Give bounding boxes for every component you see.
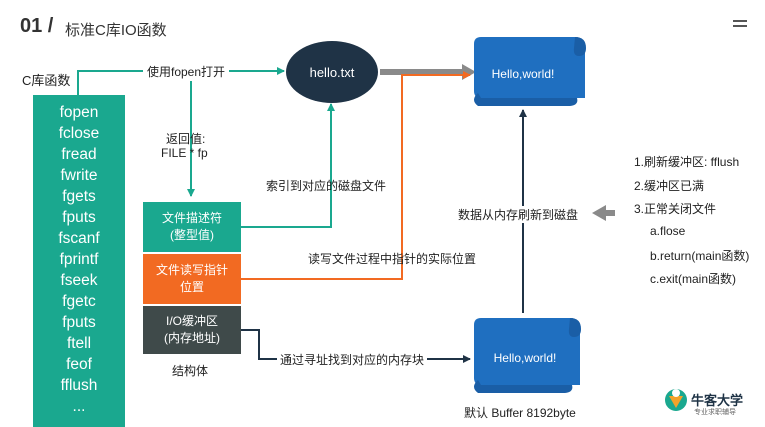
flush-condition-item: 3.正常关闭文件 <box>634 202 717 216</box>
struct-label: 结构体 <box>172 364 209 378</box>
function-item: fclose <box>58 125 100 142</box>
function-item: fputs <box>62 209 96 226</box>
function-item: fflush <box>60 377 98 394</box>
section-number: 01 / <box>20 15 54 37</box>
io-buffer-box: I/O缓冲区 (内存地址) <box>143 306 241 354</box>
hello-txt-label: hello.txt <box>310 65 355 80</box>
file-ptr-label: FILE * fp <box>161 146 208 160</box>
fopen-label: 使用fopen打开 <box>143 63 230 80</box>
file-pointer-box: 文件读写指针 位置 <box>143 254 241 304</box>
menu-icon[interactable] <box>733 17 747 30</box>
flush-to-disk-label: 数据从内存刷新到磁盘 <box>456 206 581 223</box>
file-descriptor-label: 文件描述符 (整型值) <box>161 211 222 242</box>
flush-condition-item: 1.刷新缓冲区: fflush <box>634 155 740 169</box>
function-item: fgetc <box>62 293 96 310</box>
c-library-title: C库函数 <box>22 73 71 88</box>
buffer-caption: 默认 Buffer 8192byte <box>464 406 576 420</box>
logo-name: 牛客大学 <box>691 393 744 408</box>
logo-tagline: 专业求职辅导 <box>694 409 736 416</box>
function-list: fopen fclose fread fwrite fgets fputs fs… <box>33 95 125 427</box>
find-memory-label: 通过寻址找到对应的内存块 <box>277 351 428 368</box>
function-item: ... <box>72 398 86 415</box>
rw-pointer-label: 读写文件过程中指针的实际位置 <box>308 252 477 266</box>
function-item: fread <box>61 146 97 163</box>
function-item: fgets <box>62 188 96 205</box>
index-disk-label: 索引到对应的磁盘文件 <box>266 179 387 193</box>
return-value-label: 返回值: <box>166 132 206 146</box>
function-item: fscanf <box>58 230 100 247</box>
memory-buffer-node: Hello,world! <box>474 318 581 393</box>
file-pointer-label: 文件读写指针 位置 <box>155 263 228 294</box>
function-item: ftell <box>66 335 92 352</box>
function-item: fprintf <box>59 251 99 268</box>
hello-txt-node <box>286 41 378 103</box>
function-item: fseek <box>60 272 98 289</box>
page-title: 标准C库IO函数 <box>65 22 167 39</box>
logo-mark-icon <box>665 389 687 411</box>
function-item: fputs <box>62 314 96 331</box>
arrow-descriptor-to-file <box>241 103 335 228</box>
file-descriptor-box: 文件描述符 (整型值) <box>143 202 241 252</box>
io-buffer-label: I/O缓冲区 (内存地址) <box>164 314 220 345</box>
flush-condition-item: b.return(main函数) <box>650 249 750 263</box>
arrow-pointer-to-disk <box>241 71 471 280</box>
flush-condition-item: c.exit(main函数) <box>650 272 737 286</box>
memory-buffer-label: Hello,world! <box>494 351 557 365</box>
function-item: fwrite <box>60 167 98 184</box>
function-item: feof <box>66 356 92 373</box>
flush-condition-item: a.flose <box>650 224 686 238</box>
flush-condition-item: 2.缓冲区已满 <box>634 179 705 193</box>
function-item: fopen <box>59 104 99 121</box>
disk-label: Hello,world! <box>492 67 555 81</box>
disk-node: Hello,world! <box>474 37 586 106</box>
